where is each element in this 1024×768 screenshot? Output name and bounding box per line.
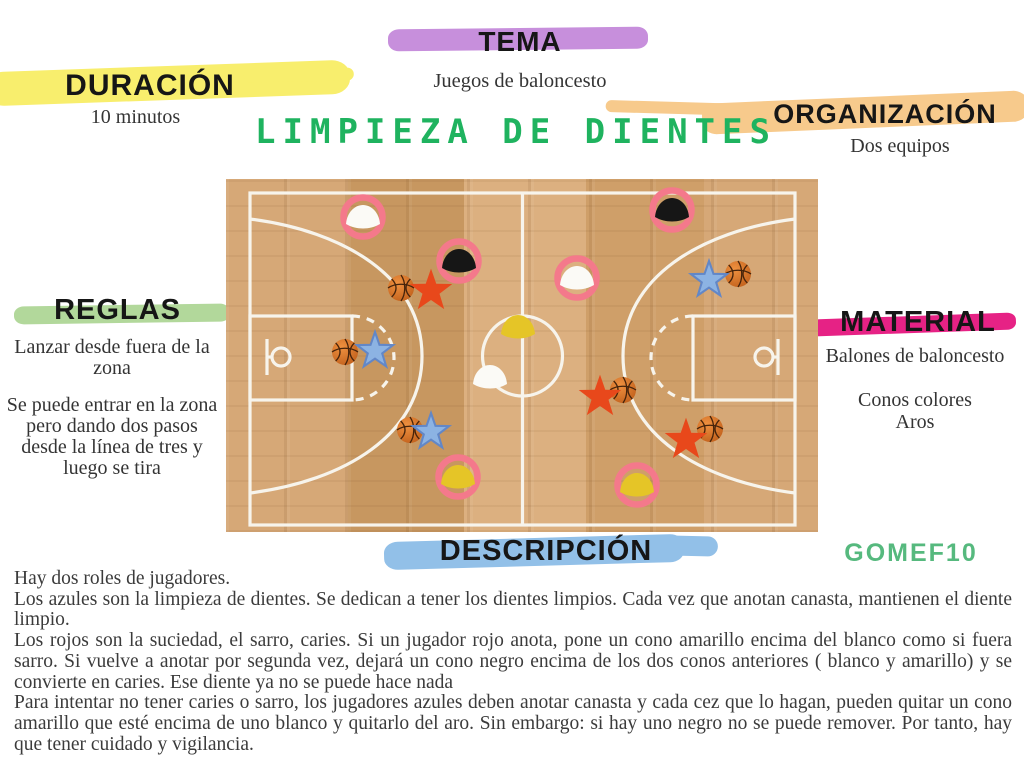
cone-white-icon bbox=[473, 365, 507, 389]
star-red-icon bbox=[664, 417, 708, 459]
basketball-icon bbox=[696, 415, 724, 443]
tema-value: Juegos de baloncesto bbox=[433, 70, 607, 92]
ring-icon bbox=[649, 187, 695, 233]
star-blue-icon bbox=[687, 257, 731, 298]
duracion-heading: DURACIÓN bbox=[65, 69, 235, 102]
basketball-icon bbox=[387, 274, 415, 302]
star-blue-icon bbox=[353, 328, 397, 369]
basketball-icon bbox=[724, 260, 752, 288]
court-lines bbox=[248, 191, 797, 527]
organizacion-value: Dos equipos bbox=[850, 135, 950, 157]
material-item: Balones de baloncesto bbox=[825, 345, 1005, 367]
cone-yellow-icon bbox=[614, 462, 660, 508]
organizacion-heading: ORGANIZACIÓN bbox=[773, 99, 997, 129]
basketball-icon bbox=[609, 376, 637, 404]
descripcion-heading: DESCRIPCIÓN bbox=[439, 535, 653, 567]
court-items bbox=[331, 187, 752, 508]
ring-icon bbox=[554, 255, 600, 301]
ring-icon bbox=[436, 238, 482, 284]
cone-white-icon bbox=[340, 194, 386, 240]
star-red-icon bbox=[409, 268, 453, 310]
cone-black-icon bbox=[649, 187, 695, 233]
basketball-icon bbox=[331, 338, 359, 366]
material-heading: MATERIAL bbox=[840, 306, 996, 338]
description-paragraph: Los rojos son la suciedad, el sarro, car… bbox=[14, 630, 1012, 693]
rule-item: Lanzar desde fuera de la zona bbox=[14, 336, 210, 379]
description-paragraph: Para intentar no tener caries o sarro, l… bbox=[14, 692, 1012, 755]
cone-white-icon bbox=[554, 255, 600, 301]
tema-heading: TEMA bbox=[478, 26, 562, 57]
ring-icon bbox=[340, 194, 386, 240]
material-item: Aros bbox=[895, 411, 935, 433]
basketball-court bbox=[226, 179, 818, 532]
reglas-heading: REGLAS bbox=[54, 294, 181, 326]
material-item: Conos colores bbox=[858, 389, 972, 411]
duracion-value: 10 minutos bbox=[90, 106, 181, 128]
description-paragraph: Hay dos roles de jugadores. bbox=[14, 568, 231, 589]
cone-black-icon bbox=[436, 238, 482, 284]
star-red-icon bbox=[578, 374, 622, 416]
cone-yellow-icon bbox=[501, 315, 535, 339]
ring-icon bbox=[614, 462, 660, 508]
page-title: LIMPIEZA DE DIENTES bbox=[255, 112, 777, 152]
court-diagram bbox=[248, 187, 797, 527]
ring-icon bbox=[435, 454, 481, 500]
cone-yellow-icon bbox=[435, 454, 481, 500]
star-blue-icon bbox=[409, 409, 453, 450]
author-signature: GOMEF10 bbox=[844, 539, 978, 567]
description-text: Hay dos roles de jugadores. Los azules s… bbox=[14, 568, 1012, 755]
rule-item: Se puede entrar en la zona pero dando do… bbox=[6, 394, 218, 479]
description-paragraph: Los azules son la limpieza de dientes. S… bbox=[14, 588, 1012, 631]
